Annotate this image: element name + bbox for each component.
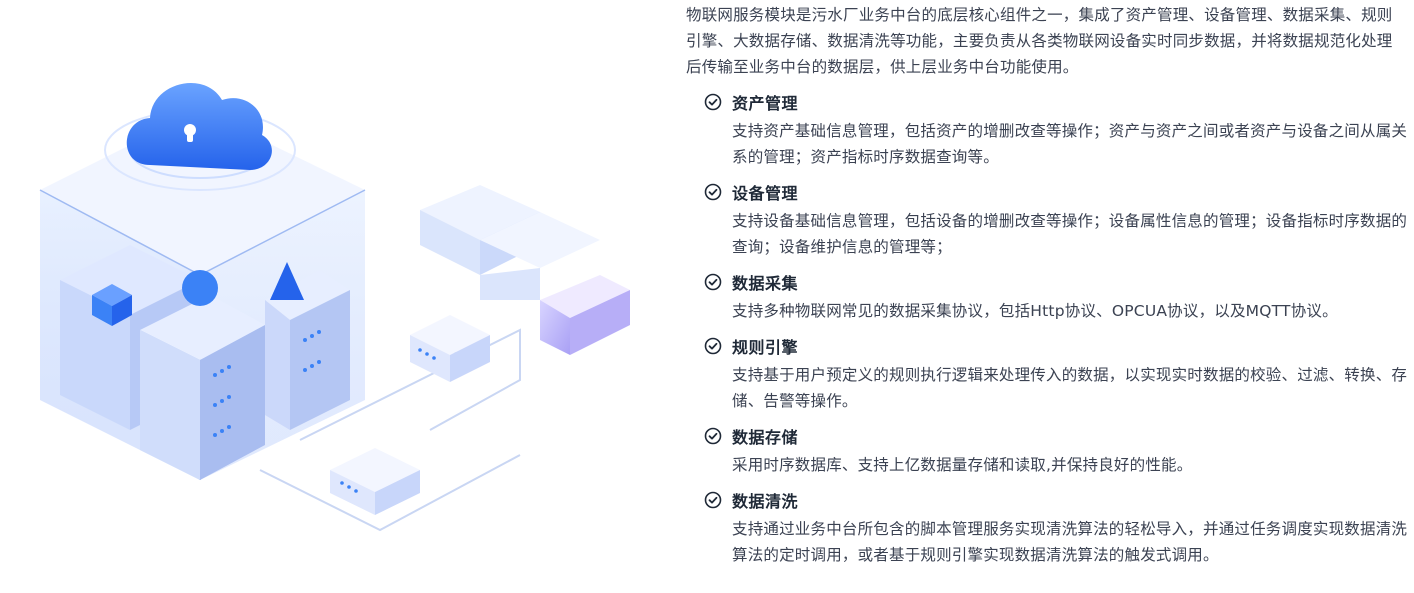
check-circle-icon [704, 273, 722, 291]
server-racks [60, 245, 350, 480]
feature-title: 数据采集 [732, 274, 799, 293]
check-circle-icon [704, 93, 722, 111]
feature-item-cleaning: 数据清洗 支持通过业务中台所包含的脚本管理服务实现清洗算法的轻松导入，并通过任务… [704, 488, 1408, 568]
check-circle-icon [704, 427, 722, 445]
check-circle-icon [704, 491, 722, 509]
feature-title: 数据清洗 [732, 492, 799, 511]
feature-desc: 支持设备基础信息管理，包括设备的增删改查等操作；设备属性信息的管理；设备指标时序… [732, 212, 1408, 256]
feature-item-rule-engine: 规则引擎 支持基于用户预定义的规则执行逻辑来处理传入的数据，以实现实时数据的校验… [704, 334, 1408, 414]
feature-desc: 支持资产基础信息管理，包括资产的增删改查等操作；资产与资产之间或者资产与设备之间… [732, 122, 1408, 166]
floating-shapes [92, 262, 304, 326]
feature-title: 规则引擎 [732, 338, 799, 357]
small-servers [330, 315, 490, 515]
feature-title: 设备管理 [732, 184, 799, 203]
feature-item-storage: 数据存储 采用时序数据库、支持上亿数据量存储和读取,并保持良好的性能。 [704, 424, 1408, 478]
feature-desc: 支持多种物联网常见的数据采集协议，包括Http协议、OPCUA协议，以及MQTT… [732, 302, 1338, 320]
feature-title: 数据存储 [732, 428, 799, 447]
feature-item-collection: 数据采集 支持多种物联网常见的数据采集协议，包括Http协议、OPCUA协议，以… [704, 270, 1408, 324]
feature-desc: 支持通过业务中台所包含的脚本管理服务实现清洗算法的轻松导入，并通过任务调度实现数… [732, 520, 1408, 564]
feature-item-device: 设备管理 支持设备基础信息管理，包括设备的增删改查等操作；设备属性信息的管理；设… [704, 180, 1408, 260]
feature-item-asset: 资产管理 支持资产基础信息管理，包括资产的增删改查等操作；资产与资产之间或者资产… [704, 90, 1408, 170]
iot-illustration [39, 82, 630, 532]
check-circle-icon [704, 337, 722, 355]
storage-blocks [420, 185, 630, 355]
feature-desc: 采用时序数据库、支持上亿数据量存储和读取,并保持良好的性能。 [732, 456, 1193, 474]
feature-desc: 支持基于用户预定义的规则执行逻辑来处理传入的数据，以实现实时数据的校验、过滤、转… [732, 366, 1408, 410]
intro-paragraph: 物联网服务模块是污水厂业务中台的底层核心组件之一，集成了资产管理、设备管理、数据… [686, 6, 1393, 76]
feature-list: 资产管理 支持资产基础信息管理，包括资产的增删改查等操作；资产与资产之间或者资产… [686, 90, 1408, 568]
module-description: 物联网服务模块是污水厂业务中台的底层核心组件之一，集成了资产管理、设备管理、数据… [686, 2, 1408, 568]
feature-title: 资产管理 [732, 94, 799, 113]
cloud-lock-icon [104, 82, 296, 191]
check-circle-icon [704, 183, 722, 201]
